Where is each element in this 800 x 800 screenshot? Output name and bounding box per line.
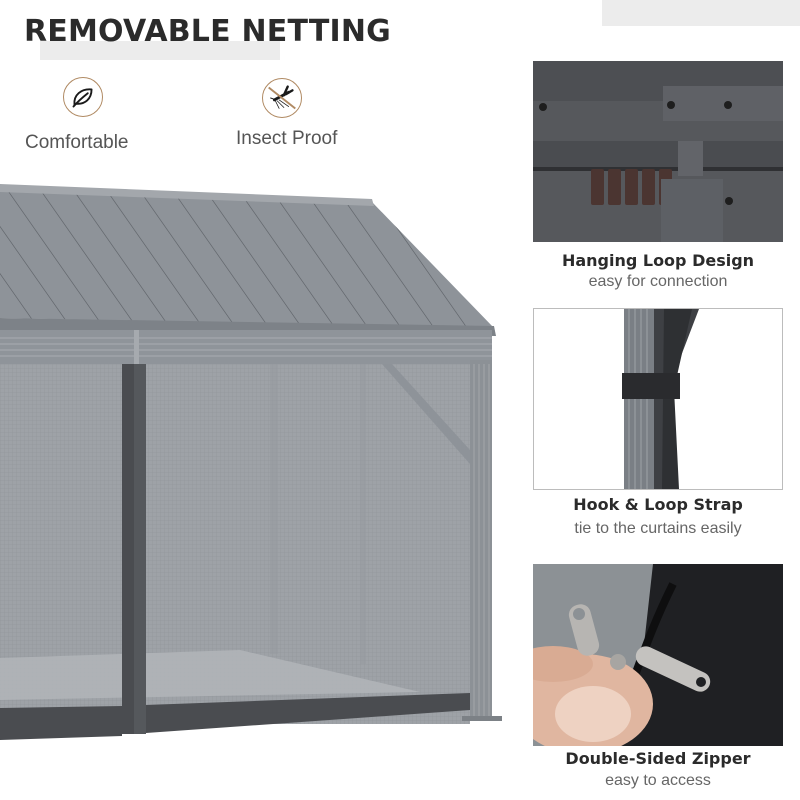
- feature-label-insect-proof: Insect Proof: [236, 128, 338, 149]
- detail-title-hanging-loop: Hanging Loop Design: [561, 251, 755, 270]
- zipper-photo: [533, 564, 783, 746]
- detail-title-zipper: Double-Sided Zipper: [565, 749, 751, 768]
- detail-subtitle-hanging-loop: easy for connection: [588, 273, 728, 290]
- gazebo-netting-image: [0, 180, 520, 800]
- leaf-icon: [63, 77, 103, 117]
- page-title: REMOVABLE NETTING: [24, 14, 391, 49]
- title-underlay-bar: [40, 41, 280, 60]
- detail-subtitle-zipper: easy to access: [605, 772, 711, 789]
- detail-subtitle-strap: tie to the curtains easily: [574, 520, 742, 537]
- corner-decorative-bar: [602, 0, 800, 26]
- detail-title-strap: Hook & Loop Strap: [573, 495, 743, 514]
- feature-label-comfortable: Comfortable: [25, 132, 129, 153]
- no-mosquito-icon: [262, 78, 302, 118]
- strap-on-post-photo: [533, 308, 783, 490]
- hanging-hooks-photo: [533, 61, 783, 242]
